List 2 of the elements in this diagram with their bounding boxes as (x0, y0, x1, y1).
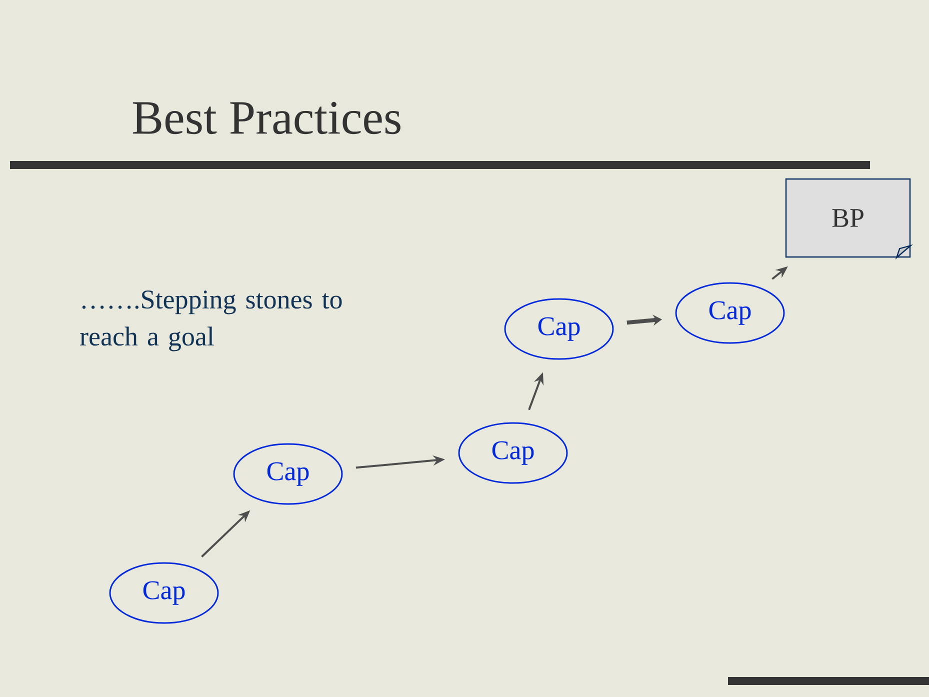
title: Best Practices (132, 102, 400, 134)
subtitle-text: …….Stepping stones to reach a goal (80, 290, 342, 352)
